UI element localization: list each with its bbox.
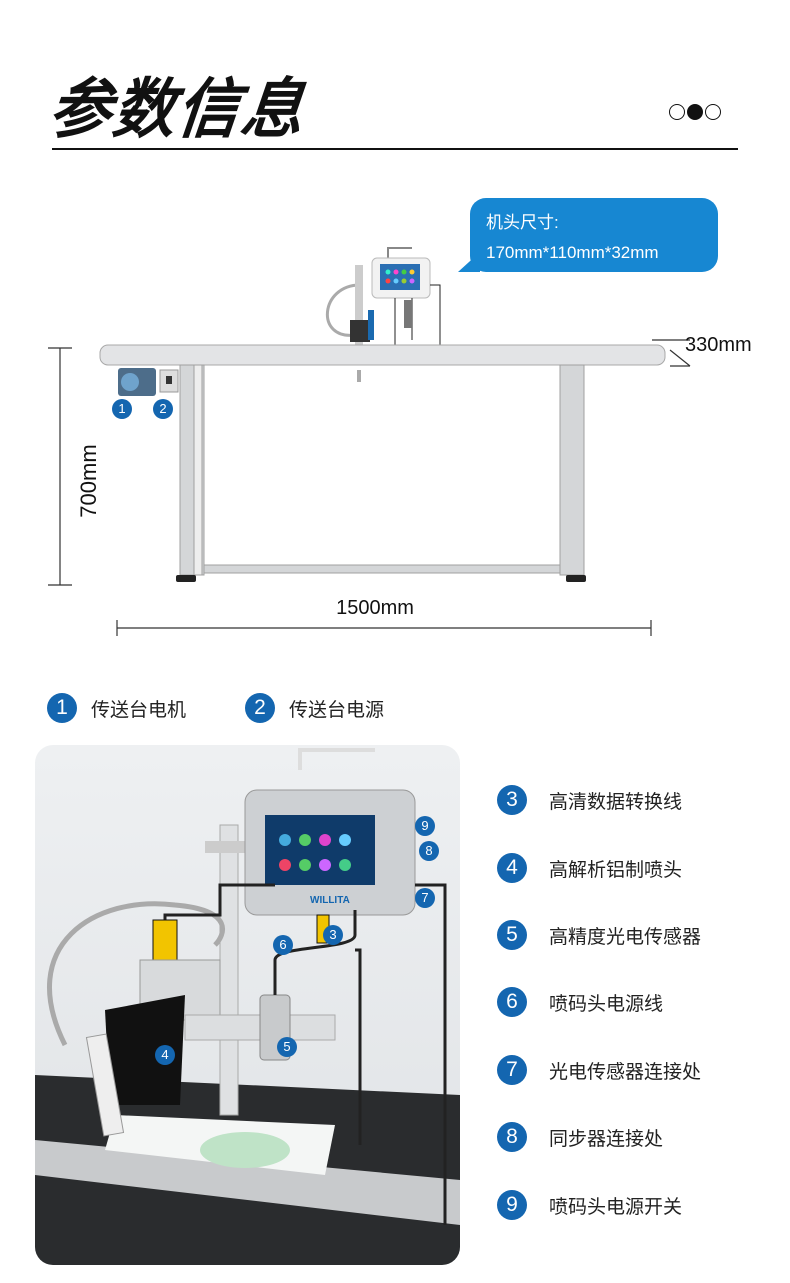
feature-number: 7 [497, 1055, 527, 1085]
marker-8: 8 [419, 841, 439, 861]
printer-head [326, 247, 441, 382]
feature-item: 3 高清数据转换线 [497, 785, 682, 815]
page-title: 参数信息 [45, 70, 310, 148]
feature-item: 9 喷码头电源开关 [497, 1190, 682, 1220]
feature-number: 5 [497, 920, 527, 950]
feature-item: 6 喷码头电源线 [497, 987, 663, 1017]
marker-6: 6 [273, 935, 293, 955]
marker-4: 4 [155, 1045, 175, 1065]
height-dimension: 700mm [76, 444, 101, 518]
feature-label: 高解析铝制喷头 [549, 859, 683, 881]
feature-number: 4 [497, 853, 527, 883]
page-indicator [669, 104, 721, 120]
marker-1: 1 [112, 399, 132, 419]
feature-number: 9 [497, 1190, 527, 1220]
head-size-callout: 机头尺寸: 170mm*110mm*32mm [458, 198, 718, 272]
feature-label: 喷码头电源线 [549, 993, 664, 1015]
marker-3: 3 [323, 925, 343, 945]
dimension-lines [48, 339, 691, 636]
feature-number: 6 [497, 987, 527, 1017]
page-dot [705, 104, 721, 120]
feature-label: 高精度光电传感器 [549, 926, 702, 948]
legend-item: 2 传送台电源 [245, 693, 384, 723]
feature-item: 4 高解析铝制喷头 [497, 853, 682, 883]
feature-label: 喷码头电源开关 [549, 1196, 683, 1218]
feature-number: 8 [497, 1122, 527, 1152]
divider [52, 148, 738, 150]
conveyor-illustration [48, 247, 691, 636]
marker-7: 7 [415, 888, 435, 908]
feature-label: 高清数据转换线 [549, 791, 683, 813]
feature-label: 光电传感器连接处 [549, 1061, 702, 1083]
conveyor-frame [179, 364, 585, 576]
legend-label: 传送台电机 [91, 699, 187, 721]
legend-number: 1 [47, 693, 77, 723]
feature-item: 7 光电传感器连接处 [497, 1055, 701, 1085]
feature-label: 同步器连接处 [549, 1128, 664, 1150]
callout-label: 机头尺寸: [486, 213, 559, 232]
width-dimension: 1500mm [336, 597, 414, 619]
feature-item: 8 同步器连接处 [497, 1122, 663, 1152]
marker-2: 2 [153, 399, 173, 419]
marker-5: 5 [277, 1037, 297, 1057]
conveyor-belt [99, 344, 666, 366]
callout-value: 170mm*110mm*32mm [486, 243, 659, 262]
legend-item: 1 传送台电机 [47, 693, 186, 723]
page-dot [669, 104, 685, 120]
feature-number: 3 [497, 785, 527, 815]
depth-dimension: 330mm [685, 334, 752, 356]
legend-number: 2 [245, 693, 275, 723]
product-photo: WILLITA 4 5 6 3 7 8 9 [35, 745, 460, 1265]
page-dot-active [687, 104, 703, 120]
brand-logo: WILLITA [310, 895, 350, 906]
legend-label: 传送台电源 [289, 699, 385, 721]
marker-9: 9 [415, 816, 435, 836]
feature-item: 5 高精度光电传感器 [497, 920, 701, 950]
